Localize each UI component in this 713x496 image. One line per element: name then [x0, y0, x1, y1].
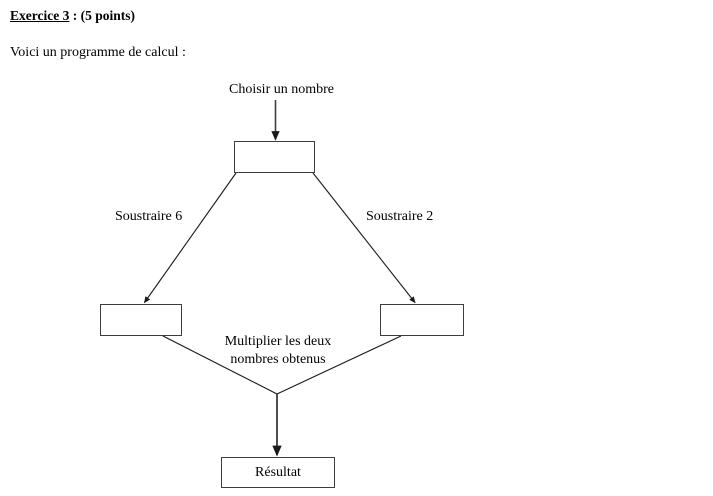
box-left-result[interactable] [100, 304, 182, 336]
label-soustraire-2: Soustraire 2 [366, 209, 434, 224]
box-final-result[interactable]: Résultat [221, 457, 335, 488]
label-multiplier-line-2: nombres obtenus [230, 352, 326, 368]
box-start-number[interactable] [234, 141, 315, 173]
label-multiplier: Multiplier les deux nombres obtenus [216, 333, 340, 369]
exercise-number: Exercice 3 [10, 8, 70, 23]
intro-sentence: Voici un programme de calcul : [10, 45, 186, 60]
label-soustraire-6: Soustraire 6 [115, 209, 183, 224]
box-right-result[interactable] [380, 304, 464, 336]
label-multiplier-line-1: Multiplier les deux [224, 334, 332, 349]
page-title: Exercice 3 : (5 points) [10, 8, 135, 24]
arrow-start-to-right [312, 172, 416, 304]
exercise-points: : (5 points) [69, 8, 135, 23]
label-choisir-un-nombre: Choisir un nombre [229, 82, 334, 97]
arrow-start-to-left [143, 172, 237, 304]
